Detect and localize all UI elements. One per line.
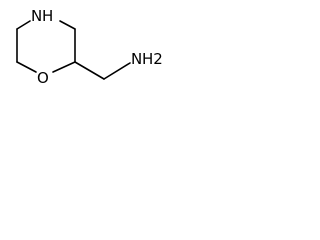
ring-nitrogen-label: N (31, 7, 42, 25)
morpholine-structure-diagram: N H O N H2 (16, 7, 163, 87)
amine-hydrogen-label: H2 (142, 50, 163, 68)
bond-nh-to-c-upper-left (16, 20, 31, 30)
bond-ch2-to-nh2 (103, 62, 131, 80)
bond-o-to-c2 (52, 61, 76, 73)
amine-nitrogen-label: N (131, 50, 142, 68)
bond-c2-to-ch2 (74, 61, 105, 80)
bond-c-lower-left-to-o (16, 61, 37, 73)
ring-oxygen-label: O (37, 69, 49, 87)
bond-c3-to-nh (59, 20, 76, 30)
ring-nitrogen-hydrogen-label: H (42, 7, 53, 25)
